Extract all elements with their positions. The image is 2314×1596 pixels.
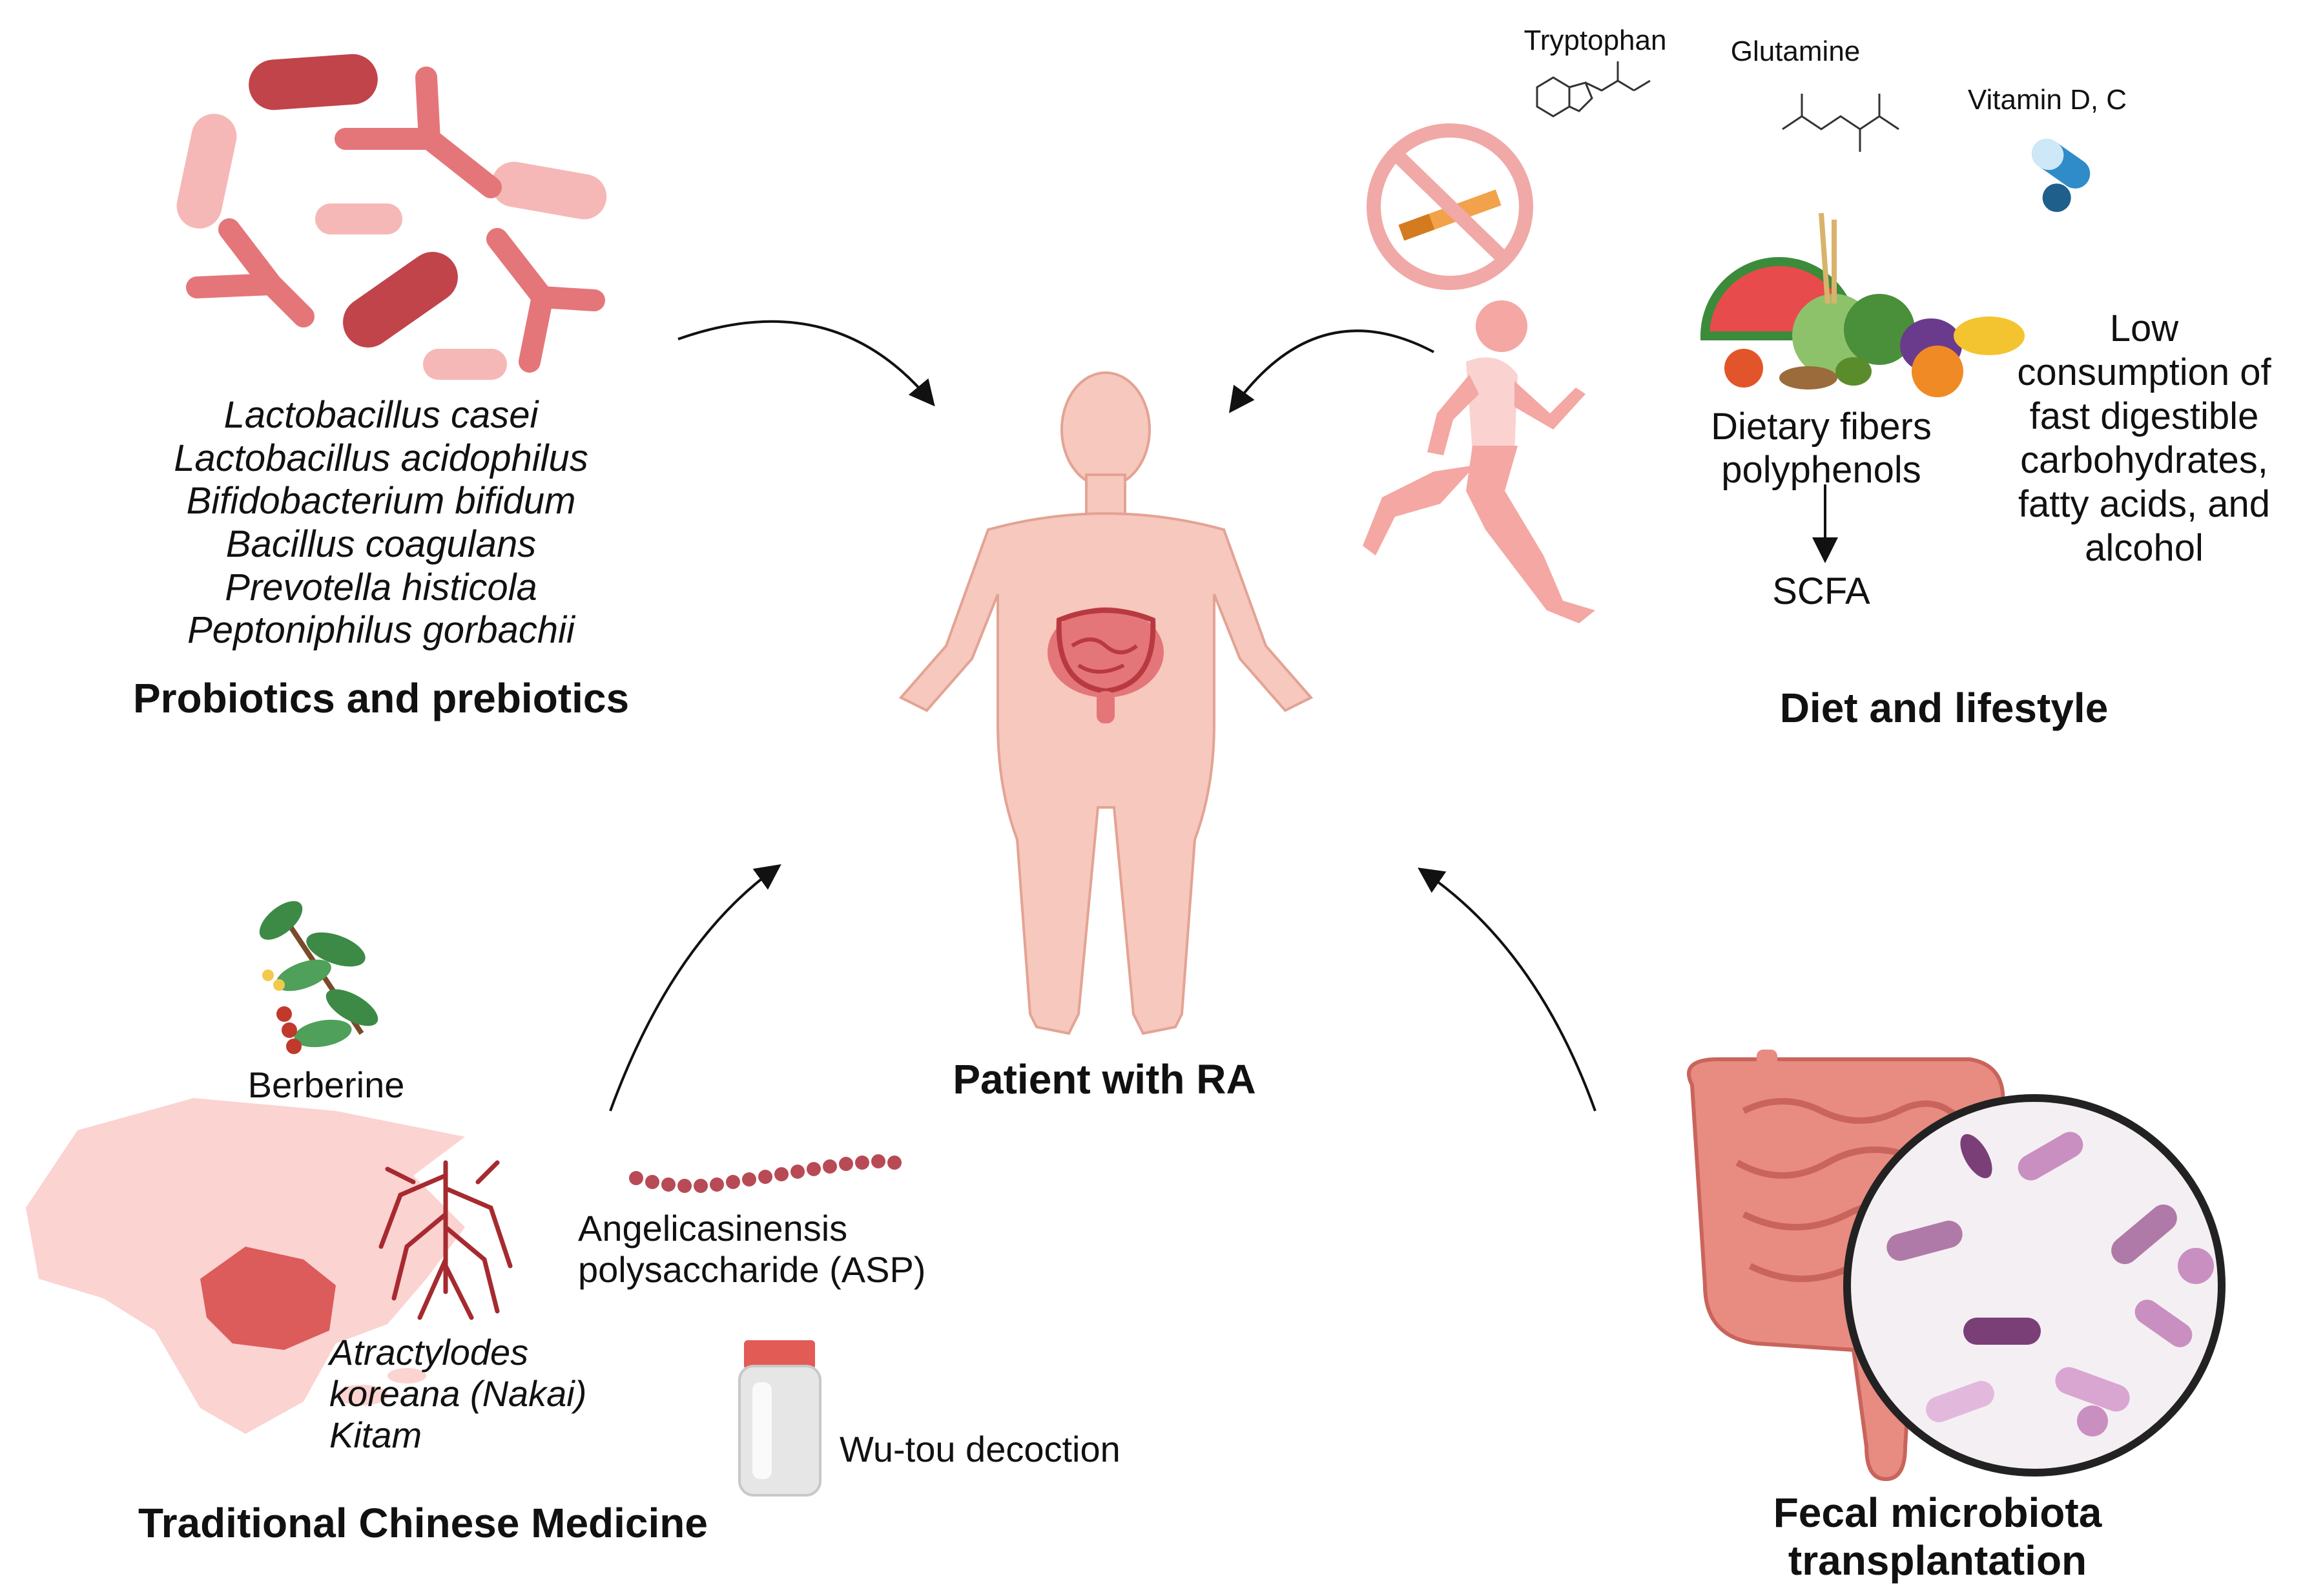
scfa-label: SCFA [1772,570,1870,612]
center-label: Patient with RA [953,1056,1256,1103]
intestine-icon [1048,607,1164,723]
fmt-title: Fecal microbiota transplantation [1773,1489,2102,1584]
low-consumption-text: Low consumption of fast digestible carbo… [2017,307,2271,569]
species-item: Lactobacillus acidophilus [174,437,588,479]
species-item: Bacillus coagulans [225,523,537,566]
tcm-title: Traditional Chinese Medicine [138,1500,708,1546]
no-smoking-icon [1367,123,1533,290]
vitamin-label: Vitamin D, C [1967,84,2127,116]
diet-title: Diet and lifestyle [1779,685,2109,731]
asia-map-icon [26,1098,465,1434]
bacteria-cluster-icon [176,54,607,380]
runner-icon [1363,300,1595,623]
wutou-label: Wu-tou decoction [840,1429,1121,1469]
species-item: Lactobacillus casei [223,394,539,436]
species-item: Prevotella histicola [225,566,537,608]
glutamine-label: Glutamine [1730,36,1861,67]
fruits-vegetables-icon [1700,212,2025,397]
asp-label: Angelicasinensis polysaccharide (ASP) [578,1208,926,1290]
probiotics-title: Probiotics and prebiotics [132,675,630,721]
tryptophan-label: Tryptophan [1524,25,1667,56]
human-body-icon [898,371,1314,1035]
species-item: Peptoniphilus gorbachii [187,609,575,652]
berberine-label: Berberine [247,1064,405,1105]
tryptophan-structure-icon [1536,61,1651,118]
probiotic-species-list: Lactobacillus casei Lactobacillus acidop… [149,394,614,652]
cycle-arrows [609,320,1838,1112]
berberine-plant-icon [259,901,378,1054]
atractylodes-label: Atractylodes koreana (Nakai) Kitam [329,1332,587,1455]
polysaccharide-chain-icon [629,1154,902,1193]
dietary-fibers-label: Dietary fibers polyphenols [1711,406,1932,491]
medicine-bottle-icon [738,1340,821,1497]
atractylodes-root-icon [378,1160,513,1320]
glutamine-structure-icon [1782,94,1899,152]
species-item: Bifidobacterium bifidum [186,480,576,523]
microbiota-magnifier-icon [1843,1094,2226,1477]
vitamin-pill-icon [2032,138,2091,212]
